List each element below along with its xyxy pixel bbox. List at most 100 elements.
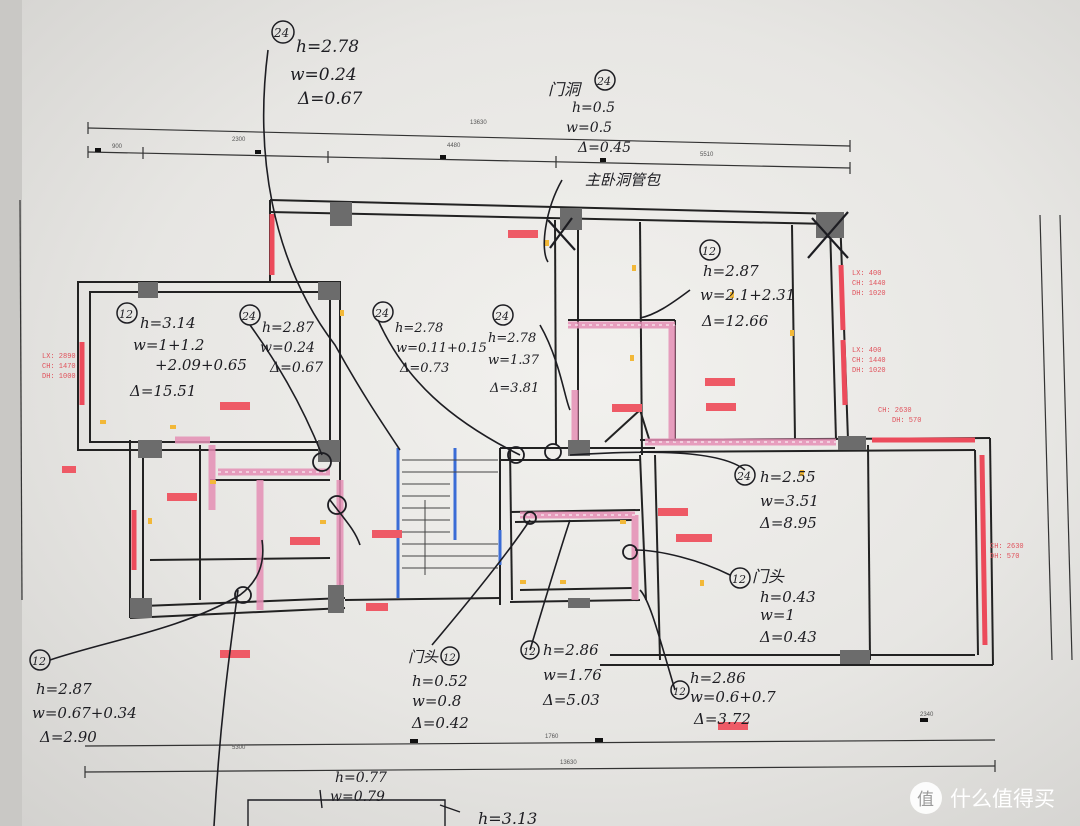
a10-title: 门头	[752, 567, 785, 586]
dim-top-seg1: 2300	[232, 137, 246, 143]
window-labels: LX: 2890 CH: 1470 DH: 1000 LX: 400 CH: 1…	[42, 270, 1024, 561]
win-bt-0: CH: 2630	[878, 407, 912, 415]
a8-tag: 24	[494, 310, 509, 323]
a7-line0: h=2.78	[395, 321, 443, 336]
tag-circle-a14	[670, 680, 690, 700]
a14-line2: Δ=3.72	[693, 710, 751, 728]
win-bs-1: DH: 570	[990, 553, 1019, 561]
a13-line2: Δ=5.03	[542, 691, 600, 709]
a6-line0: h=2.87	[262, 320, 314, 336]
win-left-0: LX: 2890	[42, 353, 76, 361]
a5-line0: h=3.14	[140, 314, 196, 332]
stair-steps	[402, 459, 498, 575]
columns	[130, 202, 870, 664]
tag-circle-a8	[492, 304, 514, 326]
a11-line1: w=0.67+0.34	[32, 704, 137, 722]
win-left-1: CH: 1470	[42, 363, 76, 371]
dim-numbers: 13630 900 2300 4480 5510 13630 5300 1760…	[112, 120, 934, 766]
dim-bottom-seg2: 1760	[545, 734, 559, 740]
a16-line0: h=3.13	[478, 809, 537, 826]
dim-top-seg2: 4480	[447, 143, 461, 149]
a15-line0: h=0.77	[335, 770, 387, 786]
marked-circles	[234, 443, 638, 604]
a6-line1: w=0.24	[260, 340, 315, 356]
brick-pattern	[218, 324, 836, 516]
win-left-2: DH: 1000	[42, 373, 76, 381]
windows	[79, 214, 988, 646]
a12-tag: 12	[443, 653, 456, 664]
a14-line1: w=0.6+0.7	[690, 688, 776, 706]
a2-line0: h=0.5	[572, 100, 615, 116]
a13-tag: 12	[523, 647, 536, 658]
dim-bottom-seg1: 5300	[232, 745, 246, 751]
tag-circle-a6	[239, 304, 261, 326]
watermark-logo-icon	[910, 782, 942, 814]
paper-edge	[0, 0, 22, 826]
a14-line0: h=2.86	[690, 669, 746, 687]
a4-line2: Δ=12.66	[701, 312, 769, 330]
a4-line1: w=2.1+2.31	[700, 286, 795, 304]
a1-line1: w=0.24	[290, 65, 357, 85]
a5-line3: Δ=15.51	[129, 382, 196, 400]
tag-circle-a13	[520, 640, 540, 660]
a9-line2: Δ=8.95	[759, 514, 817, 532]
dim-bottom-seg3: 2340	[920, 712, 934, 718]
a13-line1: w=1.76	[543, 666, 602, 684]
dimension-lines	[19, 122, 1073, 778]
win-rm-1: CH: 1440	[852, 357, 886, 365]
a2-line2: Δ=0.45	[577, 140, 631, 156]
tag-circle-a9	[734, 464, 756, 486]
win-rt-2: DH: 1020	[852, 290, 886, 298]
a11-line2: Δ=2.90	[39, 728, 97, 746]
win-rm-0: LX: 400	[852, 347, 881, 355]
win-bt-1: DH: 570	[892, 417, 921, 425]
a8-line2: Δ=3.81	[489, 381, 539, 396]
a1-line0: h=2.78	[296, 37, 359, 57]
a6-line2: Δ=0.67	[269, 360, 323, 376]
win-rt-0: LX: 400	[852, 270, 881, 278]
a9-line0: h=2.55	[760, 468, 816, 486]
tag-circle-a11	[29, 649, 51, 671]
hand-sketch-bottom	[247, 789, 461, 826]
a1-line2: Δ=0.67	[297, 89, 363, 109]
tag-circle-a12	[440, 646, 460, 666]
a10-line0: h=0.43	[760, 588, 816, 606]
a14-tag: 12	[673, 687, 686, 698]
a8-line1: w=1.37	[488, 353, 540, 368]
watermark-text: 什么值得买	[950, 787, 1055, 811]
a6-tag: 24	[241, 310, 256, 323]
a1-tag: 24	[273, 26, 289, 40]
dim-ticks	[95, 148, 928, 743]
a4-tag: 12	[702, 245, 716, 258]
a12-title: 门头	[408, 648, 439, 666]
handwritten-notes: 24 h=2.78 w=0.24 Δ=0.67 门洞 24 h=0.5 w=0.…	[29, 20, 819, 826]
leader-lines	[49, 49, 746, 826]
a11-line0: h=2.87	[36, 680, 92, 698]
tag-circle-a7	[372, 301, 394, 323]
watermark-logo-char: 值	[917, 790, 934, 810]
dim-top-total: 13630	[470, 120, 487, 126]
dim-top-seg0: 900	[112, 144, 123, 150]
markers	[100, 240, 804, 586]
win-rt-1: CH: 1440	[852, 280, 886, 288]
tag-circle-a2	[594, 69, 616, 91]
a2-line1: w=0.5	[566, 120, 612, 136]
dim-bottom-total: 13630	[560, 760, 577, 766]
a15-line1: w=0.79	[330, 789, 385, 805]
a12-line1: w=0.8	[412, 692, 461, 710]
a5-tag: 12	[119, 308, 133, 321]
a9-tag: 24	[736, 470, 751, 483]
a7-line2: Δ=0.73	[399, 361, 449, 376]
a10-line2: Δ=0.43	[759, 628, 817, 646]
tag-circle-a10	[729, 567, 751, 589]
a13-line0: h=2.86	[543, 641, 599, 659]
a2-tag: 24	[596, 75, 611, 88]
cross-marks	[547, 211, 849, 259]
a12-line0: h=0.52	[412, 672, 468, 690]
tag-circle-a1	[271, 20, 295, 44]
a5-line2: +2.09+0.65	[155, 356, 247, 374]
a11-tag: 12	[32, 655, 46, 668]
fixture-tags	[62, 230, 748, 730]
